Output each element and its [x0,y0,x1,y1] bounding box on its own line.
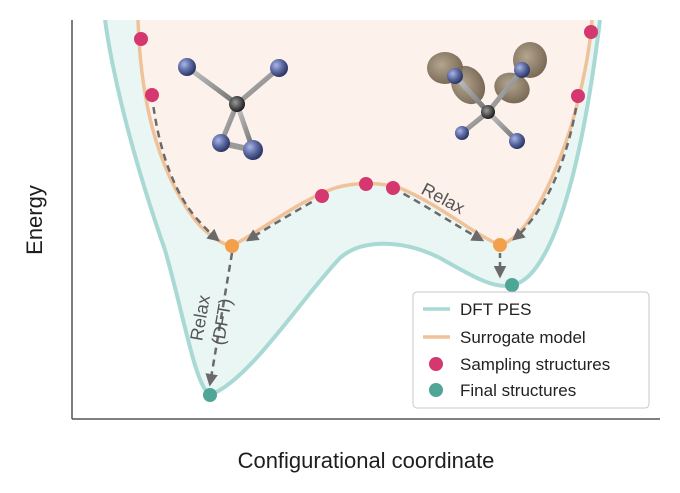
legend-label-final: Final structures [460,381,576,400]
y-axis-label: Energy [22,185,47,255]
relax-path-right-wall [512,95,580,241]
sampling-markers [134,25,598,203]
legend-label-sampling: Sampling structures [460,355,610,374]
dft-relax-arrow-left [205,252,234,387]
x-axis-label: Configurational coordinate [238,448,495,473]
surrogate-minimum-right [493,238,507,252]
legend-box [412,291,650,409]
molecule-right-icon [427,42,547,149]
sampling-point [315,189,329,203]
final-structure-left [203,388,217,402]
legend-swatch-sampling [429,357,443,371]
relax-path-left-wall [150,94,220,242]
sampling-point [134,32,148,46]
relax-path-barrier-right [392,186,485,242]
dft-pes-curve [103,19,602,398]
relax-path-barrier-left [245,194,323,242]
final-structure-right [505,278,519,292]
sampling-point [584,25,598,39]
relax-dft-label: Relax (DFT) [186,294,235,347]
sampling-point [359,177,373,191]
sampling-point [145,88,159,102]
legend-label-dft: DFT PES [460,300,531,319]
sampling-point [386,181,400,195]
sampling-point [571,89,585,103]
legend-label-surrogate: Surrogate model [460,328,586,347]
molecule-left-icon [178,58,288,160]
legend-swatch-final [429,383,443,397]
legend: DFT PES Surrogate model Sampling structu… [412,291,650,409]
surrogate-minimum-left [225,239,239,253]
